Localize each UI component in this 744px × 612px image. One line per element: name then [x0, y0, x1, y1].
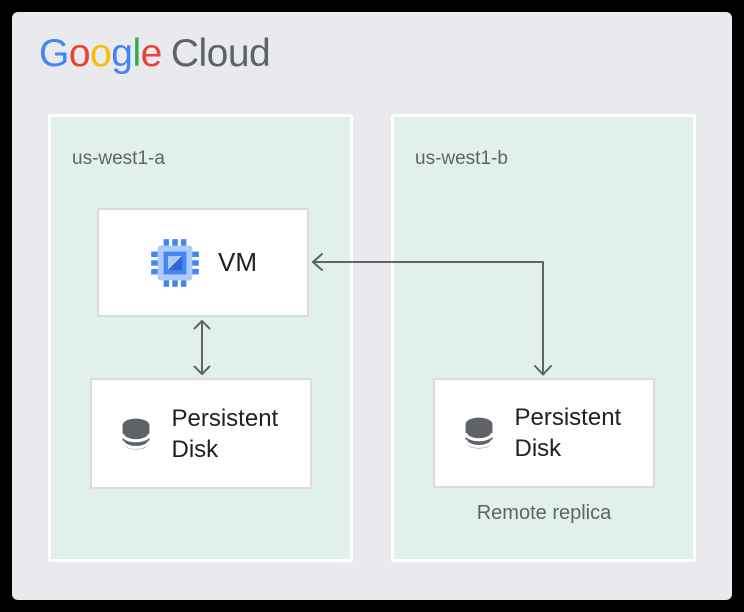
logo-letter: G [39, 32, 69, 75]
logo-letter: o [90, 32, 112, 75]
disk-label: Persistent Disk [171, 404, 279, 463]
persistent-disk-node-b: Persistent Disk [433, 378, 655, 488]
vm-node: VM [97, 208, 309, 317]
remote-replica-caption: Remote replica [476, 502, 612, 524]
persistent-disk-icon [120, 418, 151, 449]
logo-letter: e [140, 32, 163, 75]
logo-letter: o [68, 32, 91, 75]
logo-letter: g [111, 32, 133, 75]
persistent-disk-node-a: Persistent Disk [90, 378, 312, 489]
disk-label: Persistent Disk [514, 404, 622, 462]
zone-us-west1-a: us-west1-a [48, 114, 353, 562]
compute-engine-icon [151, 238, 199, 287]
vm-label: VM [218, 247, 257, 277]
logo-suffix: Cloud [170, 32, 271, 75]
zone-label: us-west1-b [415, 148, 508, 169]
zone-us-west1-b: us-west1-b [391, 114, 696, 562]
persistent-disk-icon [463, 417, 494, 449]
zone-label: us-west1-a [72, 148, 165, 169]
logo-letter: l [132, 32, 141, 75]
